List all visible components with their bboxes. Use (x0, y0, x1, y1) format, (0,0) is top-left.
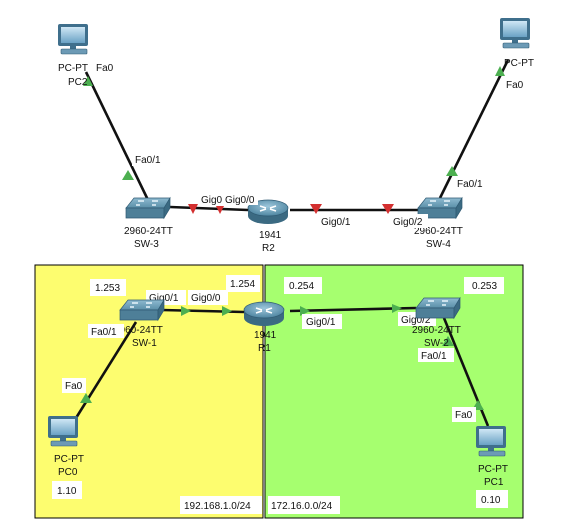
pc0-model: PC-PT (54, 454, 84, 465)
sw4-port-gig02: Gig0/2 (390, 214, 428, 228)
svg-text:Gig0/2: Gig0/2 (393, 217, 423, 228)
sw2-model: 2960-24TT (412, 325, 461, 336)
pc2-device[interactable]: PC-PT Fa0 PC2 (57, 23, 114, 88)
zone-left-label: 192.168.1.0/24 (180, 496, 262, 514)
svg-text:1.254: 1.254 (230, 279, 255, 290)
port-up-marker (80, 393, 92, 403)
r1-port-gig01: Gig0/1 (302, 314, 342, 329)
port-down-marker (188, 204, 198, 214)
port-up-marker (392, 304, 402, 313)
r2-name: R2 (262, 243, 275, 254)
port-up-marker (83, 76, 93, 86)
r2-device[interactable]: 1941 R2 (247, 199, 289, 254)
r1-port-gig00: Gig0/0 (188, 290, 228, 305)
sw3-name: SW-3 (134, 239, 159, 250)
port-down-marker (216, 206, 224, 214)
r1-ip-right-box: 0.254 (284, 277, 322, 294)
sw3-port-gig0: Gig0 (199, 192, 223, 206)
r1-device[interactable]: 1941 R1 (243, 301, 285, 354)
link-pc2-sw3 (84, 71, 150, 201)
router-icon (243, 301, 285, 327)
port-down-marker (382, 204, 394, 214)
sw4-name: SW-4 (426, 239, 451, 250)
sw4-port-fa01: Fa0/1 (454, 176, 490, 190)
pc2-name: PC2 (68, 77, 88, 88)
sw2-name: SW-2 (424, 338, 449, 349)
sw3-model: 2960-24TT (124, 226, 173, 237)
sw4-model: 2960-24TT (414, 226, 463, 237)
svg-text:Gig0/0: Gig0/0 (191, 293, 221, 304)
svg-text:1.253: 1.253 (95, 283, 120, 294)
pc1-name: PC1 (484, 477, 504, 488)
r2-port-gig00: Gig0/0 (222, 192, 258, 206)
sw1-name: SW-1 (132, 338, 157, 349)
pc2-model: PC-PT (58, 63, 88, 74)
svg-text:Gig0/1: Gig0/1 (149, 293, 179, 304)
pc0-device[interactable]: PC-PT PC0 (47, 415, 84, 478)
pc-icon (57, 23, 89, 55)
sw3-port-fa01: Fa0/1 (132, 152, 166, 166)
switch-icon (119, 299, 165, 321)
switch-icon (415, 297, 461, 319)
pc-top-right-model: PC-PT (504, 58, 534, 69)
sw2-device[interactable]: 2960-24TT SW-2 (412, 297, 461, 349)
sw1-ip-box: 1.253 (90, 279, 126, 296)
r1-name: R1 (258, 343, 271, 354)
svg-text:Gig0/2: Gig0/2 (401, 315, 431, 326)
pc0-ip-box: 1.10 (52, 481, 82, 499)
sw1-port-fa01: Fa0/1 (88, 324, 124, 338)
sw1-device[interactable]: 2960-24TT SW-1 (114, 299, 165, 349)
pc-icon (499, 17, 531, 49)
svg-text:0.254: 0.254 (289, 281, 314, 292)
pc-icon (47, 415, 79, 447)
svg-text:Gig0: Gig0 (201, 195, 223, 206)
link-sw3-r2 (169, 205, 249, 212)
port-up-marker (446, 166, 458, 176)
r1-model: 1941 (254, 330, 277, 341)
svg-text:Gig0/0: Gig0/0 (225, 195, 255, 206)
sw3-device[interactable]: 2960-24TT SW-3 (124, 197, 173, 250)
r2-port-gig01: Gig0/1 (318, 214, 356, 228)
pc2-port: Fa0 (96, 63, 114, 74)
svg-text:Gig0/1: Gig0/1 (306, 317, 336, 328)
port-up-marker (442, 336, 454, 346)
port-up-marker (495, 66, 505, 76)
svg-text:192.168.1.0/24: 192.168.1.0/24 (184, 501, 251, 512)
pc1-device[interactable]: PC-PT PC1 (475, 425, 508, 488)
svg-text:1.10: 1.10 (57, 486, 77, 497)
pc1-ip-box: 0.10 (476, 490, 508, 508)
svg-text:0.10: 0.10 (481, 495, 501, 506)
svg-text:0.253: 0.253 (472, 281, 497, 292)
pc1-port-fa0: Fa0 (452, 407, 476, 422)
sw2-port-fa01: Fa0/1 (418, 348, 454, 362)
r2-model: 1941 (259, 230, 282, 241)
pc1-model: PC-PT (478, 464, 508, 475)
sw4-device[interactable]: 2960-24TT SW-4 (414, 197, 463, 250)
sw1-model: 2960-24TT (114, 325, 163, 336)
pc-top-right-device[interactable]: PC-PT Fa0 (499, 17, 534, 91)
port-up-marker (181, 306, 191, 316)
svg-text:172.16.0.0/24: 172.16.0.0/24 (271, 501, 333, 512)
sw2-ip-box: 0.253 (464, 277, 504, 294)
svg-text:Fa0/1: Fa0/1 (421, 351, 447, 362)
port-up-marker (122, 170, 134, 180)
svg-text:Fa0: Fa0 (455, 410, 473, 421)
port-down-marker (310, 204, 322, 214)
pc0-name: PC0 (58, 467, 78, 478)
svg-text:Fa0: Fa0 (65, 381, 83, 392)
r1-ip-left-box: 1.254 (226, 275, 260, 292)
svg-text:Fa0/1: Fa0/1 (457, 179, 483, 190)
svg-text:Gig0/1: Gig0/1 (321, 217, 351, 228)
port-up-marker (222, 306, 232, 316)
pc0-port-fa0: Fa0 (62, 378, 86, 393)
zone-right-label: 172.16.0.0/24 (268, 496, 340, 514)
switch-icon (125, 197, 171, 219)
svg-text:Fa0/1: Fa0/1 (91, 327, 117, 338)
svg-text:Fa0/1: Fa0/1 (135, 155, 161, 166)
pc-icon (475, 425, 507, 457)
pc-top-right-port: Fa0 (506, 80, 524, 91)
port-up-marker (300, 306, 310, 316)
